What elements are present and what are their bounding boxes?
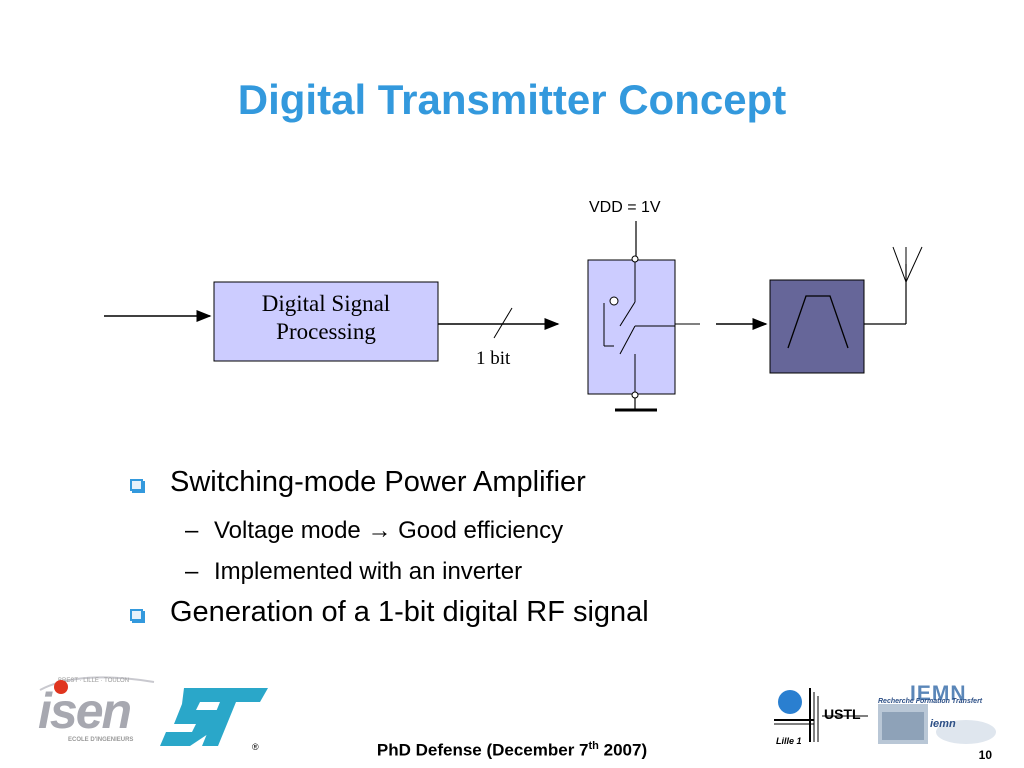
bullet-item: Switching-mode Power Amplifier [130, 466, 930, 504]
dsp-label-line1: Digital Signal [261, 291, 391, 316]
bit-width-label: 1 bit [476, 348, 511, 369]
sub-bullet-text: Implemented with an inverter [214, 558, 523, 585]
lille-wordmark: Lille 1 [776, 736, 802, 746]
dsp-label-line2: Processing [276, 319, 376, 345]
bullet-text: Switching-mode Power Amplifier [170, 466, 586, 498]
sub-bullet-item: – Implemented with an inverter [130, 551, 930, 592]
checkbox-bullet-icon [130, 479, 143, 491]
vdd-terminal [631, 255, 639, 263]
vdd-label: VDD = 1V [589, 199, 661, 216]
ustl-logo [774, 688, 868, 742]
dsp-block [213, 281, 439, 362]
bullet-item: Generation of a 1-bit digital RF signal [130, 596, 930, 634]
bullet-list: Switching-mode Power Amplifier – Voltage… [130, 466, 930, 634]
iemn-tagline: Recherche Formation Transfert [878, 698, 983, 705]
iemn-small-wordmark: iemn [930, 718, 956, 730]
sub-bullet-text: Voltage mode [214, 517, 361, 544]
st-registered-mark: ® [252, 742, 259, 752]
isen-swoosh [39, 676, 155, 691]
antenna-icon [892, 246, 907, 283]
dash-bullet-icon: – [185, 517, 199, 544]
st-logo [160, 688, 268, 746]
footer-text: PhD Defense (December 7 [376, 740, 589, 760]
isen-wordmark: isen [38, 683, 132, 739]
isen-logo [36, 672, 158, 748]
isen-subtitle: ECOLE D'INGENIEURS [68, 737, 134, 743]
footer-superscript: th [588, 740, 599, 752]
sub-bullet-text-after: Good efficiency [398, 517, 564, 544]
slide-footer: PhD Defense (December 7th 2007) [0, 740, 1024, 761]
isen-cities: BREST · LILLE · TOULON [58, 678, 130, 684]
right-arrow-icon: → [367, 517, 392, 544]
footer-text-end: 2007) [598, 740, 648, 760]
isen-red-dot [54, 680, 68, 694]
ground-terminal [631, 391, 639, 399]
dash-bullet-icon: – [185, 558, 199, 585]
switching-pa-block [587, 259, 676, 395]
bandpass-filter-block [769, 279, 865, 374]
dsp-block-label: Digital Signal Processing [214, 290, 438, 346]
switch-contact [609, 296, 619, 306]
ustl-wordmark: USTL [824, 706, 861, 722]
bullet-text: Generation of a 1-bit digital RF signal [170, 596, 649, 628]
checkbox-bullet-icon [130, 609, 143, 621]
sub-bullet-item: – Voltage mode → Good efficiency [130, 510, 930, 551]
bus-slash [493, 307, 513, 339]
transmitter-diagram [104, 221, 923, 412]
iemn-wordmark: IEMN [910, 682, 967, 705]
slide-title: Digital Transmitter Concept [237, 76, 787, 123]
page-number: 10 [978, 748, 992, 762]
iemn-logo [878, 704, 996, 744]
